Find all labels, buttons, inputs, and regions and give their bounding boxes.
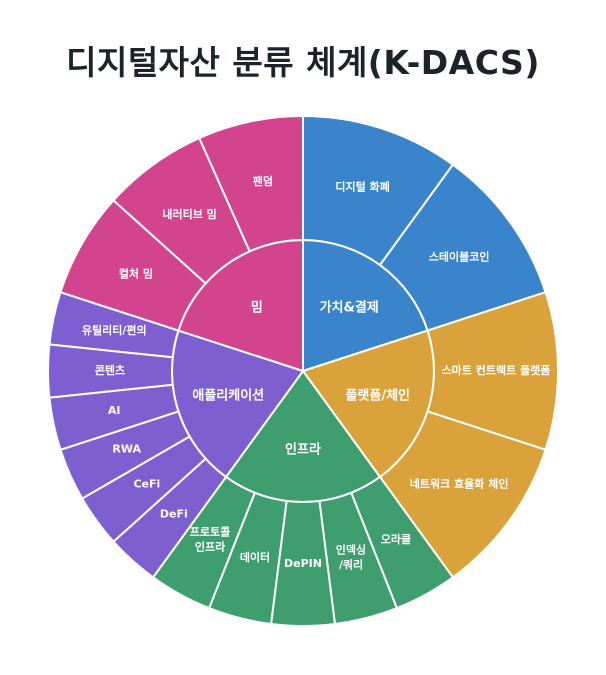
- subcategory-label: 유틸리티/편의: [82, 323, 147, 337]
- subcategory-label: RWA: [112, 443, 141, 456]
- subcategory-label: 데이터: [240, 550, 270, 564]
- subcategory-label: 내러티브 밈: [162, 207, 216, 221]
- subcategory-label: DePIN: [284, 557, 322, 570]
- category-label: 가치&결제: [320, 299, 379, 315]
- subcategory-label: 스테이블코인: [429, 250, 490, 264]
- subcategory-label: 컬처 밈: [119, 267, 153, 281]
- subcategory-label: 팬덤: [253, 174, 273, 188]
- category-label: 애플리케이션: [192, 387, 264, 403]
- subcategory-label: CeFi: [133, 477, 160, 490]
- subcategory-label: DeFi: [160, 507, 188, 520]
- subsector-4-2[interactable]: [197, 114, 304, 253]
- subcategory-label: AI: [108, 404, 121, 417]
- subcategory-label: 디지털 화폐: [335, 179, 389, 193]
- subcategory-label: 콘텐츠: [95, 363, 125, 377]
- subcategory-label: 오라클: [381, 532, 411, 546]
- category-label: 플랫폼/체인: [345, 387, 410, 403]
- subcategory-label: 스마트 컨트랙트 플랫폼: [442, 363, 551, 377]
- chart-title: 디지털자산 분류 체계(K-DACS): [66, 43, 540, 82]
- category-label: 밈: [251, 300, 263, 315]
- subcategory-label: 네트워크 효율화 체인: [410, 476, 509, 490]
- subcategory-label: 인덱싱/쿼리: [336, 542, 366, 571]
- category-label: 인프라: [285, 441, 321, 457]
